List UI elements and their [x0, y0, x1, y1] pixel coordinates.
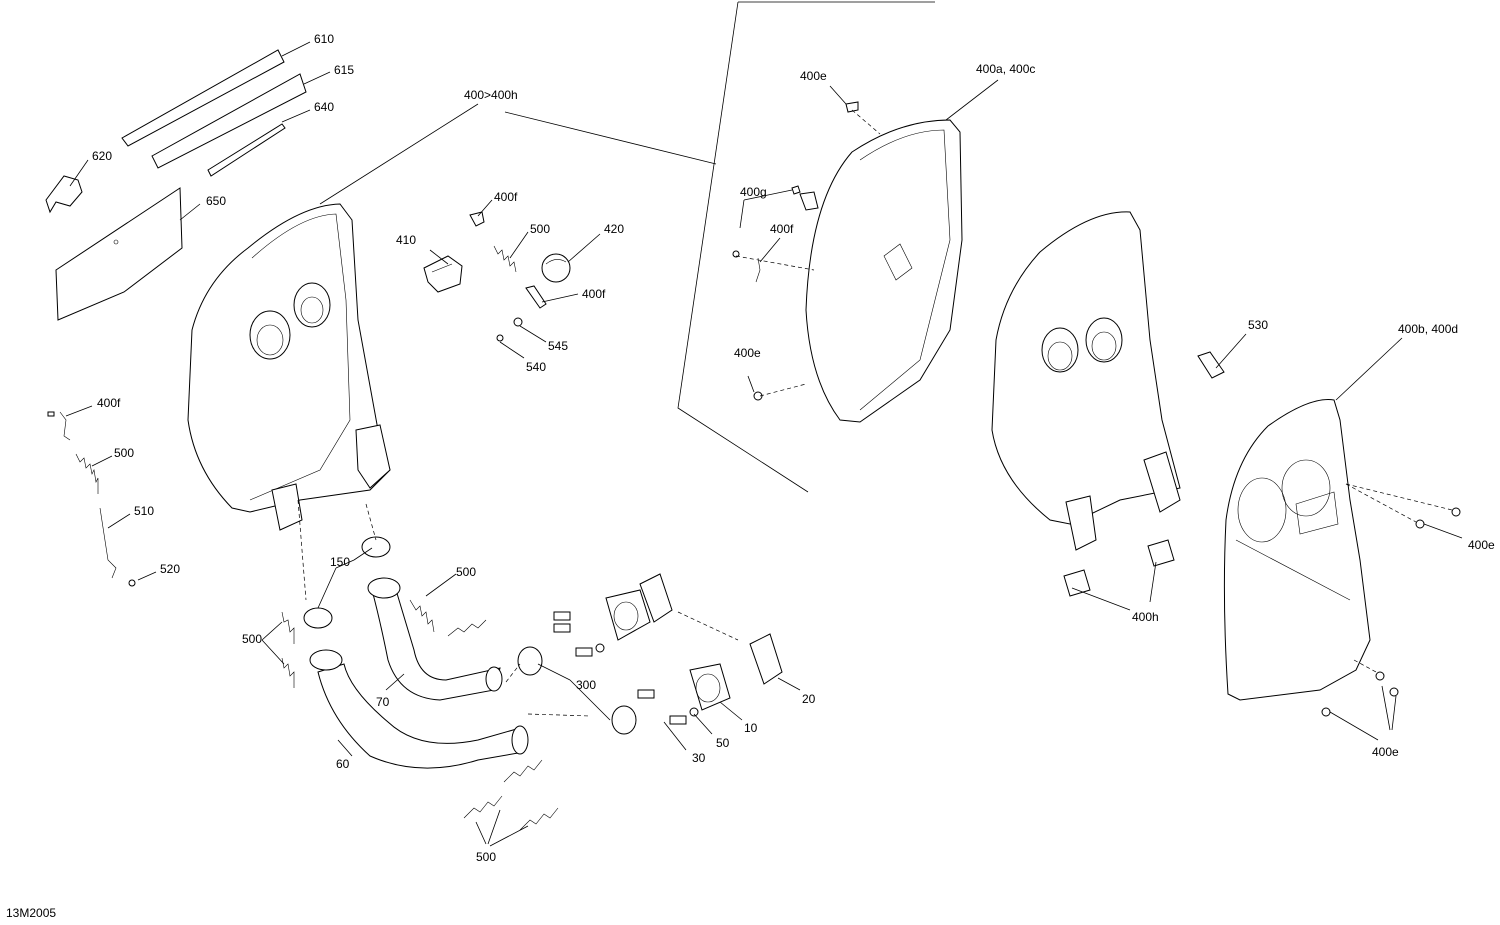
- callout-60: 60: [336, 757, 350, 771]
- callout-50: 50: [716, 736, 730, 750]
- callout-500-left: 500: [114, 446, 134, 460]
- callout-70: 70: [376, 695, 390, 709]
- callout-400g: 400g: [740, 185, 767, 199]
- decal-615: [151, 73, 307, 169]
- bolts-30-50: [553, 611, 699, 725]
- gasket-20: [639, 573, 783, 685]
- callout-420: 420: [604, 222, 624, 236]
- bolt-400f-left: [47, 411, 71, 441]
- callout-400e-right: 400e: [1468, 538, 1495, 552]
- callout-410: 410: [396, 233, 416, 247]
- callout-545: 545: [548, 339, 568, 353]
- callout-labels: 610 615 640 620 650 400>400h 400f 500 51…: [92, 32, 1495, 864]
- decal-650: [55, 187, 183, 321]
- muffler-assembly-left: [187, 203, 391, 531]
- callout-400h: 400h: [1132, 610, 1159, 624]
- cover-400b-400d: [1223, 399, 1371, 701]
- flow-dash-2: [365, 503, 377, 541]
- detail-fasteners: [732, 101, 881, 401]
- callout-400f-mid: 400f: [582, 287, 606, 301]
- bracket-400f-mid: [525, 285, 547, 309]
- callout-400e-detail-bottom: 400e: [734, 346, 761, 360]
- flange-10: [605, 589, 731, 711]
- bumper-400h: [1063, 539, 1175, 597]
- callout-640: 640: [314, 100, 334, 114]
- callout-620: 620: [92, 149, 112, 163]
- callout-20: 20: [802, 692, 816, 706]
- damper-410: [423, 255, 463, 293]
- flow-dash-1: [297, 499, 307, 601]
- decal-640: [207, 123, 286, 177]
- callout-500-far-left: 500: [242, 632, 262, 646]
- flow-dash-5: [677, 611, 739, 641]
- detail-frame: [677, 1, 935, 493]
- cap-420: [541, 253, 571, 283]
- callout-30: 30: [692, 751, 706, 765]
- callout-400f-detail: 400f: [770, 222, 794, 236]
- springs-500-pipe: [281, 599, 487, 688]
- callout-520: 520: [160, 562, 180, 576]
- callout-10: 10: [744, 721, 758, 735]
- detail-frame-link: [504, 111, 717, 165]
- sleeve-300: [517, 646, 637, 735]
- spring-500-top: [493, 245, 517, 273]
- callout-400e-bottom: 400e: [1372, 745, 1399, 759]
- screw-520: [128, 579, 136, 587]
- diagram-code: 13M2005: [6, 906, 56, 920]
- callout-400a-400c: 400a, 400c: [976, 62, 1035, 76]
- decal-610: [121, 49, 285, 147]
- springs-500-bottom: [463, 759, 559, 831]
- screw-540: [496, 334, 504, 342]
- leader-lines: [65, 41, 1463, 847]
- washer-545: [513, 317, 523, 327]
- callout-300: 300: [576, 678, 596, 692]
- decal-620: [45, 175, 83, 214]
- callout-400f-left: 400f: [97, 396, 121, 410]
- callout-540: 540: [526, 360, 546, 374]
- spring-500-left: [75, 453, 99, 494]
- callout-150: 150: [330, 555, 350, 569]
- bracket-400f-top: [469, 211, 485, 227]
- callout-615: 615: [334, 63, 354, 77]
- screws-400e-right: [1321, 483, 1461, 717]
- pipe-70: [367, 577, 503, 701]
- callout-400-400h: 400>400h: [464, 88, 518, 102]
- pipe-60: [309, 649, 529, 769]
- callout-400f-top: 400f: [494, 190, 518, 204]
- callout-650: 650: [206, 194, 226, 208]
- clip-530: [1197, 351, 1225, 379]
- cover-400a-400c: [805, 119, 963, 423]
- flow-dash-3: [527, 713, 591, 717]
- callout-500-pipe: 500: [456, 565, 476, 579]
- callout-510: 510: [134, 504, 154, 518]
- flow-dash-4: [505, 663, 521, 683]
- callout-500-bottom: 500: [476, 850, 496, 864]
- callout-500-top: 500: [530, 222, 550, 236]
- rod-510: [99, 507, 117, 579]
- muffler-assembly-right: [991, 211, 1181, 551]
- callout-400b-400d: 400b, 400d: [1398, 322, 1458, 336]
- callout-530: 530: [1248, 318, 1268, 332]
- callout-400e-detail-top: 400e: [800, 69, 827, 83]
- callout-610: 610: [314, 32, 334, 46]
